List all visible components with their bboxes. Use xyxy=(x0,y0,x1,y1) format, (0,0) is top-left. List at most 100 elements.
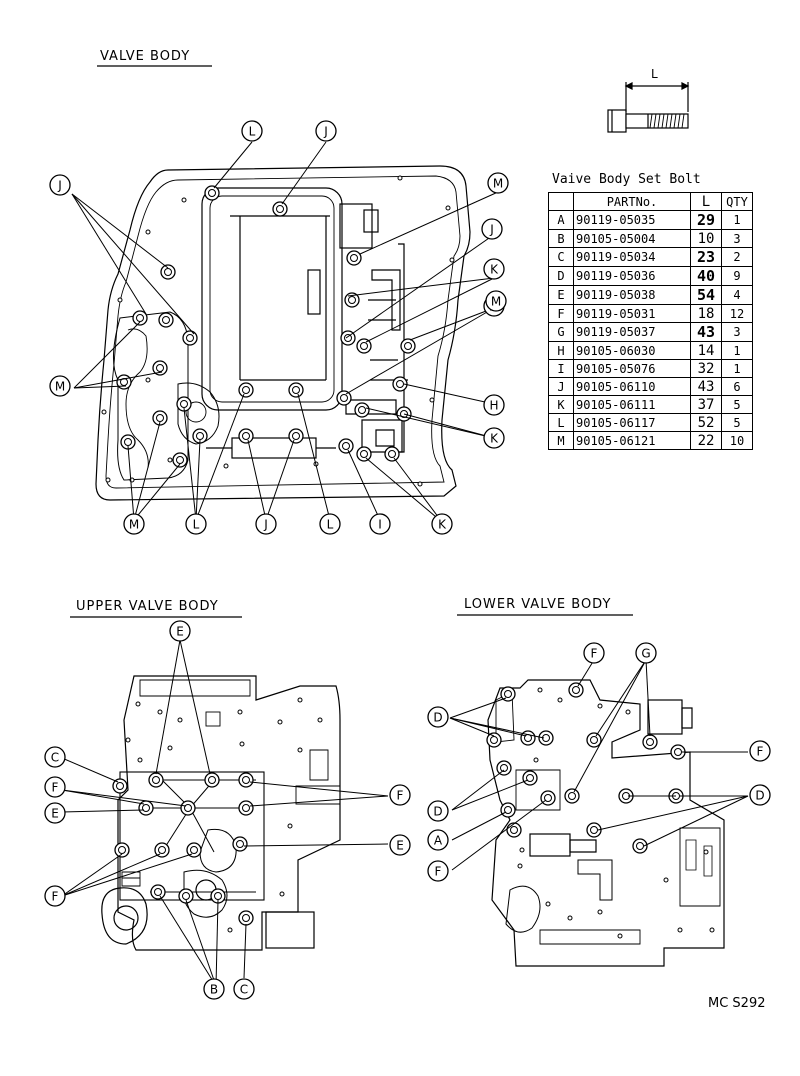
callout-letter: C xyxy=(240,983,248,997)
upper-valve-body-callout: C xyxy=(233,978,255,1000)
callout-letter: B xyxy=(210,983,218,997)
row-part-no: 90105-05076 xyxy=(573,359,691,378)
lower-valve-body-drawing xyxy=(487,679,725,967)
row-qty: 1 xyxy=(721,359,753,378)
upper-valve-body-callout: E xyxy=(44,802,66,824)
callout-letter: F xyxy=(52,890,59,904)
row-key: C xyxy=(548,247,574,267)
valve-body-callout: L xyxy=(319,513,341,535)
callout-letter: D xyxy=(755,789,764,803)
valve-body-callout: K xyxy=(483,427,505,449)
row-qty: 9 xyxy=(721,266,753,286)
valve-body-callout: I xyxy=(369,513,391,535)
valve-body-bolts xyxy=(116,185,416,468)
valve-body-callout: M xyxy=(123,513,145,535)
header-qty: QTY xyxy=(721,192,753,211)
row-qty: 12 xyxy=(721,304,753,323)
lower-valve-body-title: LOWER VALVE BODY xyxy=(464,597,611,612)
valve-body-callout: K xyxy=(483,258,505,280)
row-key: B xyxy=(548,229,574,248)
valve-body-callout: H xyxy=(483,394,505,416)
callout-letter: H xyxy=(489,399,498,413)
row-length: 32 xyxy=(690,359,722,378)
callout-letter: M xyxy=(491,295,501,309)
bolt-length-label: L xyxy=(651,67,658,81)
row-length: 43 xyxy=(690,377,722,396)
lower-valve-body-bolts xyxy=(486,682,686,854)
row-qty: 2 xyxy=(721,247,753,267)
upper-valve-body-drawing xyxy=(101,675,341,951)
row-qty: 10 xyxy=(721,431,753,450)
upper-valve-body-bolts xyxy=(112,772,254,926)
row-qty: 4 xyxy=(721,285,753,305)
row-length: 43 xyxy=(690,322,722,342)
row-length: 18 xyxy=(690,304,722,323)
row-qty: 1 xyxy=(721,341,753,360)
row-length: 37 xyxy=(690,395,722,414)
row-key: G xyxy=(548,322,574,342)
callout-letter: J xyxy=(489,223,494,237)
valve-body-callout: K xyxy=(431,513,453,535)
valve-body-callout: M xyxy=(487,172,509,194)
upper-valve-body-callout: E xyxy=(389,834,411,856)
row-part-no: 90105-06110 xyxy=(573,377,691,396)
callout-letter: K xyxy=(490,432,499,446)
row-key: E xyxy=(548,285,574,305)
callout-letter: J xyxy=(57,179,62,193)
valve-body-callout: M xyxy=(49,375,71,397)
upper-valve-body-callout: F xyxy=(389,784,411,806)
upper-valve-body-callout: C xyxy=(44,746,66,768)
callout-letter: L xyxy=(249,125,256,139)
row-part-no: 90105-06030 xyxy=(573,341,691,360)
bolt-table-header: PARTNo. L QTY xyxy=(548,192,753,211)
upper-valve-body-callout: F xyxy=(44,776,66,798)
row-length: 23 xyxy=(690,247,722,267)
valve-body-title: VALVE BODY xyxy=(100,49,190,64)
callout-letter: F xyxy=(757,745,764,759)
row-key: L xyxy=(548,413,574,432)
row-length: 40 xyxy=(690,266,722,286)
upper-valve-body-callout: B xyxy=(203,978,225,1000)
callout-letter: F xyxy=(52,781,59,795)
callout-letter: M xyxy=(55,380,65,394)
header-key xyxy=(548,192,574,211)
callout-letter: D xyxy=(433,711,442,725)
row-length: 10 xyxy=(690,229,722,248)
valve-body-callout: J xyxy=(49,174,71,196)
row-key: F xyxy=(548,304,574,323)
row-length: 29 xyxy=(690,210,722,230)
callout-letter: C xyxy=(51,751,59,765)
valve-body-drawing xyxy=(95,165,471,501)
valve-body-callout: M xyxy=(485,290,507,312)
callout-letter: F xyxy=(435,865,442,879)
row-part-no: 90119-05034 xyxy=(573,247,691,267)
lower-valve-body-callout: D xyxy=(749,784,771,806)
row-part-no: 90119-05035 xyxy=(573,210,691,230)
document-code: MC S292 xyxy=(708,996,766,1011)
bolt-table-caption: Vaive Body Set Bolt xyxy=(552,172,701,187)
row-qty: 1 xyxy=(721,210,753,230)
callout-letter: J xyxy=(263,518,268,532)
upper-valve-body-callout: E xyxy=(169,620,191,642)
callout-letter: L xyxy=(327,518,334,532)
lower-valve-body-callout: D xyxy=(427,800,449,822)
valve-body-callout: J xyxy=(255,513,277,535)
upper-valve-body-leaders xyxy=(61,639,389,987)
bolt-dimension-icon xyxy=(607,82,690,133)
row-key: A xyxy=(548,210,574,230)
row-part-no: 90105-05004 xyxy=(573,229,691,248)
lower-valve-body-holes xyxy=(517,687,715,939)
callout-letter: M xyxy=(129,518,139,532)
row-qty: 5 xyxy=(721,395,753,414)
